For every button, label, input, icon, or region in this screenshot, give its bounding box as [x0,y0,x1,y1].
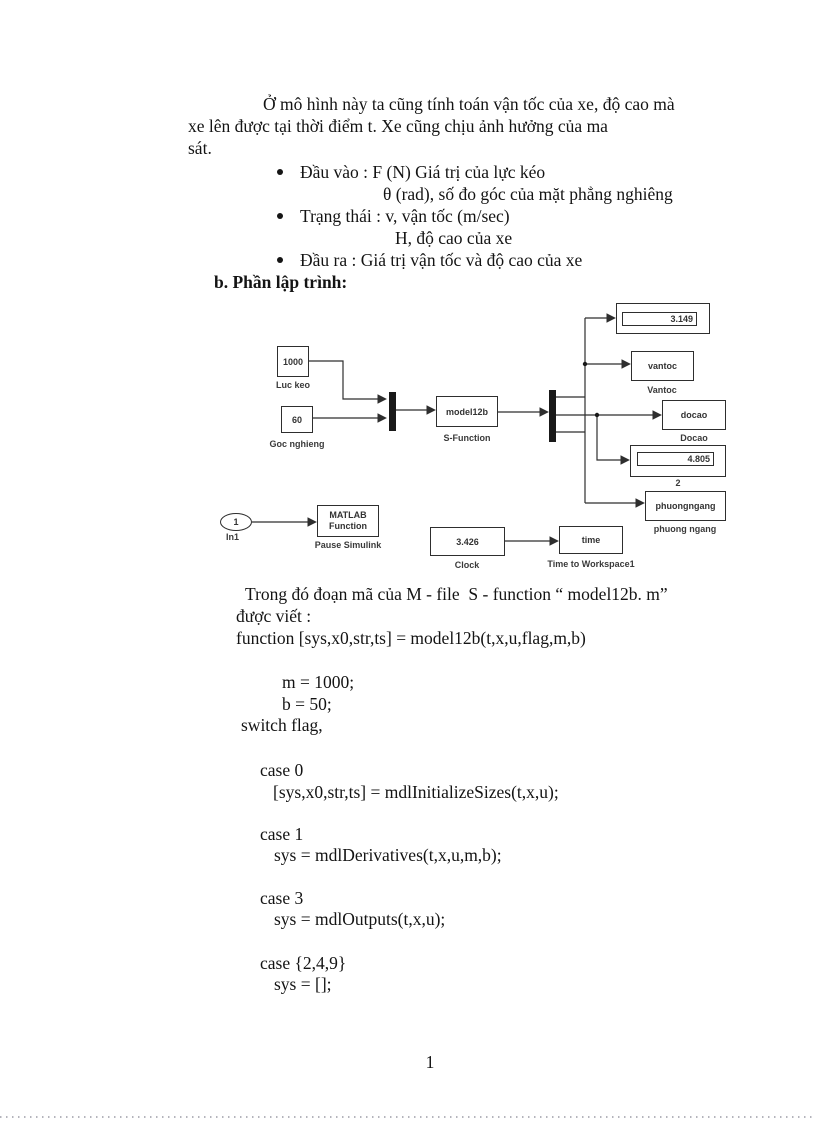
block-label-docao: Docao [680,433,708,443]
block-label-in1: In1 [226,532,240,542]
code-line-b: b = 50; [282,694,332,714]
display-block-vantoc: 3.149 [616,303,710,334]
paragraph-line-2: xe lên được tại thời điểm t. Xe cũng chị… [188,116,608,136]
section-heading: b. Phần lập trình: [214,272,348,292]
constant-block-gocnghieng: 60 [281,406,313,433]
simulink-diagram: 1000 Luc keo 60 Goc nghieng model12b S-F… [215,300,730,575]
code-intro-line-1: Trong đó đoạn mã của M - file S - functi… [245,584,668,604]
code-line-switch: switch flag, [241,715,323,735]
bullet-icon [277,213,283,219]
display-block-docao: 4.805 [630,445,726,477]
bullet-item-output: Đầu ra : Giá trị vận tốc và độ cao của x… [300,250,583,270]
block-label-gocnghieng: Goc nghieng [269,439,325,449]
bullet-item-input-cont: θ (rad), số đo góc của mặt phẳng nghiêng [383,184,673,204]
bullet-icon [277,169,283,175]
code-case3-body: sys = mdlOutputs(t,x,u); [274,909,446,929]
code-case3: case 3 [260,888,304,908]
code-function-declaration: function [sys,x0,str,ts] = model12b(t,x,… [236,628,586,648]
paragraph-line-1: Ở mô hình này ta cũng tính toán vận tốc … [263,94,675,114]
workspace-block-vantoc: vantoc [631,351,694,381]
demux-block [549,390,556,442]
clock-block: 3.426 [430,527,505,556]
block-label-sfunction: S-Function [443,433,491,443]
display-value-field: 3.149 [622,312,697,326]
block-label-clock: Clock [454,560,480,570]
code-line-m: m = 1000; [282,672,355,692]
mux-block [389,392,396,431]
block-label-display2: 2 [675,478,681,488]
bullet-item-input: Đầu vào : F (N) Giá trị của lực kéo [300,162,546,182]
block-label-time: Time to Workspace1 [547,559,635,569]
code-case1-body: sys = mdlDerivatives(t,x,u,m,b); [274,845,502,865]
bullet-icon [277,257,283,263]
block-label-pause-simulink: Pause Simulink [314,540,382,550]
code-case0: case 0 [260,760,304,780]
workspace-block-time: time [559,526,623,554]
block-label-vantoc: Vantoc [647,385,677,395]
paragraph-line-3: sát. [188,138,212,158]
workspace-block-docao: docao [662,400,726,430]
connection-lines [252,313,662,546]
code-case1: case 1 [260,824,304,844]
bullet-item-state: Trạng thái : v, vận tốc (m/sec) [300,206,510,226]
constant-block-luckeo: 1000 [277,346,309,377]
page-number: 1 [425,1052,435,1072]
display-value-field: 4.805 [637,452,714,466]
workspace-block-phuongngang: phuongngang [645,491,726,521]
code-case0-body: [sys,x0,str,ts] = mdlInitializeSizes(t,x… [273,782,559,802]
code-case249: case {2,4,9} [260,953,347,973]
sfunction-block: model12b [436,396,498,427]
block-label-luckeo: Luc keo [275,380,311,390]
footer-divider [0,1116,816,1118]
matlab-function-block: MATLAB Function [317,505,379,537]
branch-point [582,361,588,367]
branch-point [594,412,600,418]
code-intro-line-2: được viết : [236,606,312,626]
bullet-item-state-cont: H, độ cao của xe [395,228,513,248]
code-case249-body: sys = []; [274,974,332,994]
inport-block-in1: 1 [220,513,252,531]
block-label-phuongngang: phuong ngang [653,524,717,534]
